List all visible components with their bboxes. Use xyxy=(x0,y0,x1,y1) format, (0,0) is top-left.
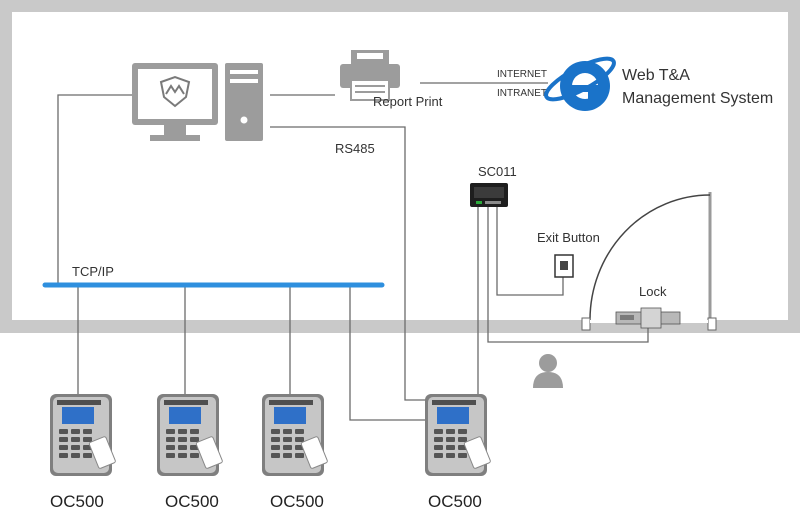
person-icon xyxy=(533,354,563,388)
rs485-label: RS485 xyxy=(335,141,375,156)
ie-logo-icon xyxy=(544,56,616,111)
report-print-label: Report Print xyxy=(373,94,443,109)
printer-icon xyxy=(340,50,400,101)
connection-lines xyxy=(57,82,649,421)
exit-button-label: Exit Button xyxy=(537,230,600,245)
web-system-title-line2: Management System xyxy=(622,90,773,107)
internet-label: INTERNET xyxy=(497,69,547,80)
terminal-oc500-2 xyxy=(157,394,223,476)
lock-device xyxy=(615,307,681,329)
sc011-label: SC011 xyxy=(478,164,517,179)
sc011-to-exit-line xyxy=(496,205,564,296)
terminal-oc500-4 xyxy=(425,394,491,476)
terminal-oc500-3 xyxy=(262,394,328,476)
lock-label: Lock xyxy=(639,284,667,299)
pc-workstation xyxy=(132,63,263,141)
sc011-to-lock-line xyxy=(487,205,649,343)
terminal-oc500-1 xyxy=(50,394,116,476)
terminal-label-4: OC500 xyxy=(428,492,482,511)
bus-drop-4 xyxy=(349,285,430,421)
tcpip-label: TCP/IP xyxy=(72,264,114,279)
intranet-label: INTRANET xyxy=(497,88,547,99)
rs485-line xyxy=(270,126,430,401)
terminal-label-2: OC500 xyxy=(165,492,219,511)
terminal-label-3: OC500 xyxy=(270,492,324,511)
pc-tower xyxy=(225,63,263,141)
web-system-title-line1: Web T&A xyxy=(622,67,690,84)
monitor-logo-icon xyxy=(159,75,191,108)
terminal-label-1: OC500 xyxy=(50,492,104,511)
pc-to-tcpip-line xyxy=(57,94,135,285)
sc011-controller xyxy=(470,183,508,207)
exit-button-device xyxy=(554,254,574,278)
